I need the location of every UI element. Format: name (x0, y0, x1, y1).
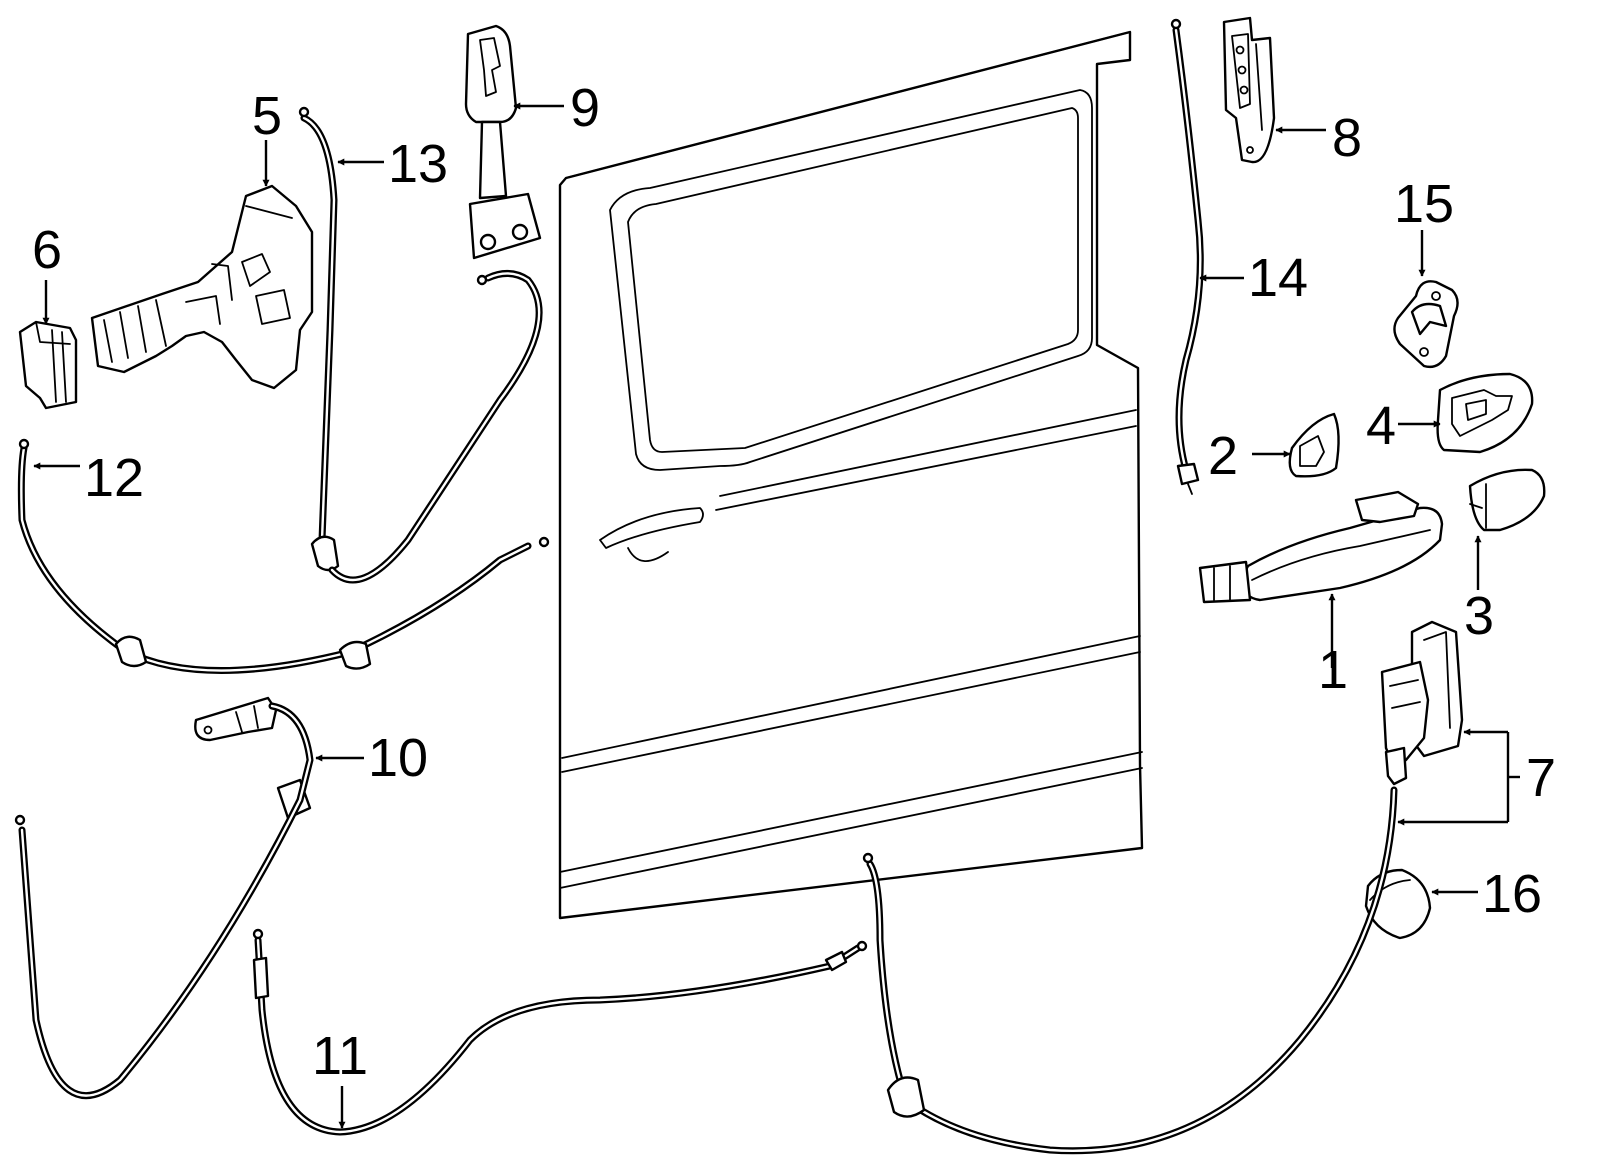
cable-7 (862, 786, 1398, 1155)
part-6-bracket (18, 320, 78, 410)
callout-15: 15 (1394, 174, 1454, 234)
callout-5: 5 (252, 86, 282, 146)
part-1-outside-handle (1198, 490, 1444, 604)
callout-10: 10 (368, 728, 428, 788)
callout-7: 7 (1526, 748, 1556, 808)
callout-12: 12 (84, 448, 144, 508)
callout-3: 3 (1464, 586, 1494, 646)
part-8-bracket (1222, 16, 1276, 164)
callout-16: 16 (1482, 864, 1542, 924)
callout-9: 9 (570, 78, 600, 138)
part-4-handle-base (1436, 372, 1534, 454)
callout-14: 14 (1248, 248, 1308, 308)
callout-4: 4 (1366, 396, 1396, 456)
cable-12 (17, 438, 550, 674)
callout-6: 6 (32, 220, 62, 280)
callout-2: 2 (1208, 426, 1238, 486)
callout-13: 13 (388, 134, 448, 194)
part-2-handle-gasket (1288, 412, 1340, 478)
callout-1: 1 (1318, 640, 1348, 700)
cable-13 (298, 106, 543, 584)
part-15-striker (1393, 280, 1459, 369)
callout-11: 11 (312, 1026, 368, 1086)
callout-8: 8 (1332, 108, 1362, 168)
part-3-handle-cap (1468, 468, 1546, 532)
part-9-hinge-bracket (464, 24, 542, 260)
leader-lines (33, 102, 1520, 1129)
cable-10 (14, 702, 314, 1100)
part-7-lock-actuator (1380, 620, 1464, 786)
sliding-door-panel (558, 30, 1144, 920)
cable-14 (1170, 18, 1204, 495)
cable-11 (252, 928, 868, 1136)
part-5-lock-housing (90, 184, 314, 390)
